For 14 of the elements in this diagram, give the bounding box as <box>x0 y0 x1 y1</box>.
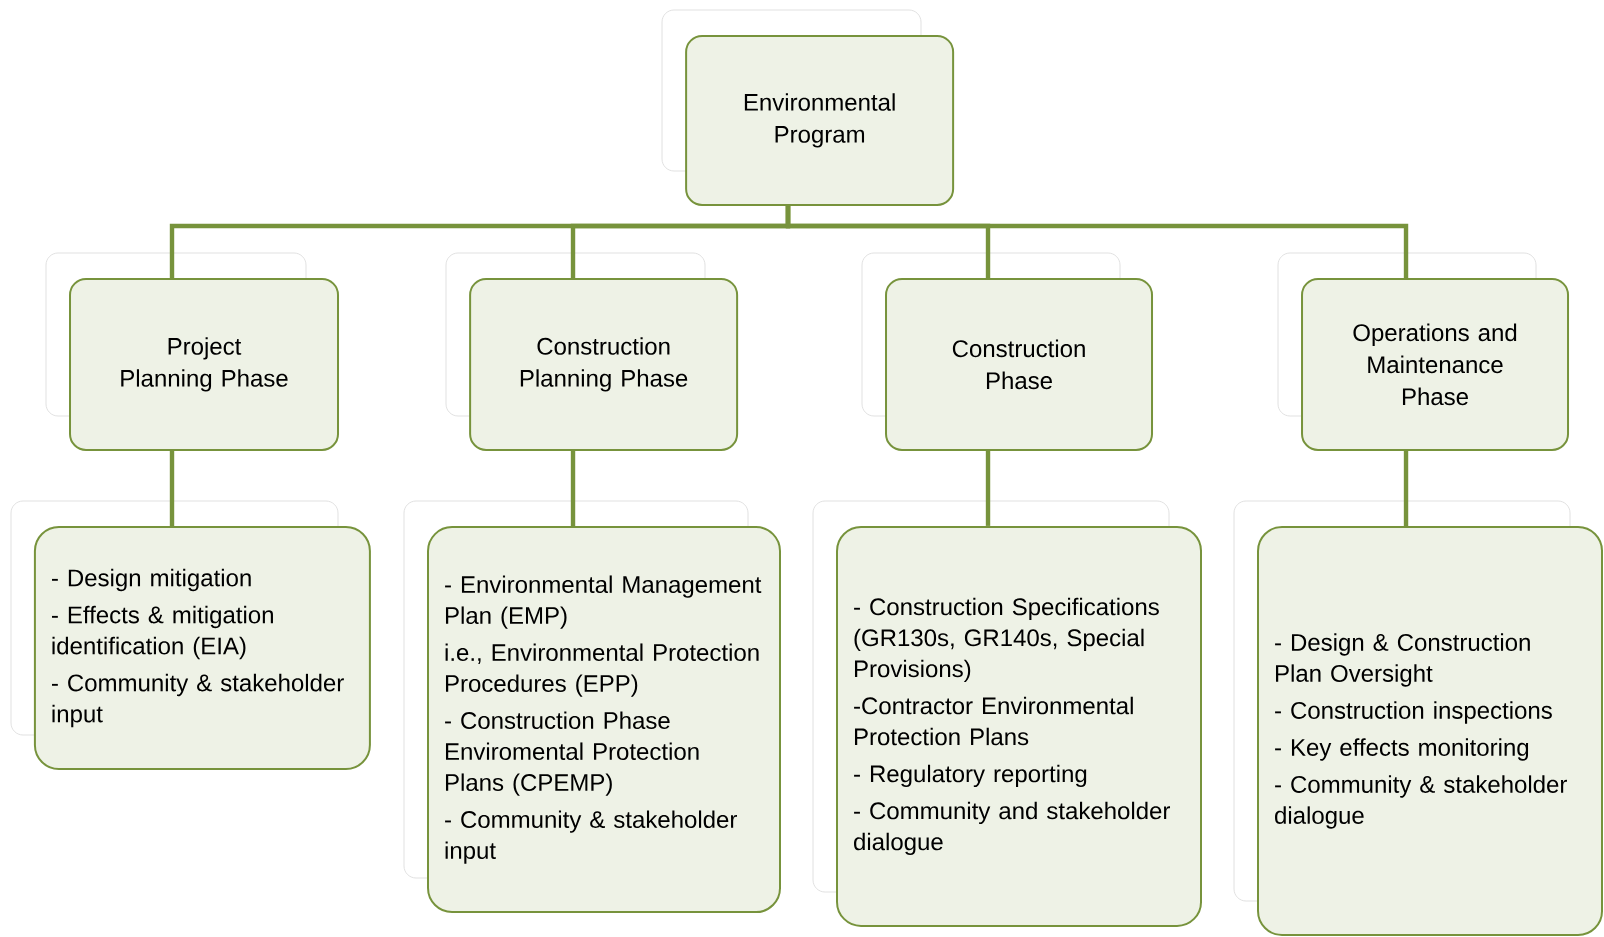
connector-line <box>785 205 1409 278</box>
process-box: Construction Planning Phase <box>445 252 739 451</box>
process-box: Project Planning Phase <box>45 252 339 451</box>
connector-line <box>169 450 175 526</box>
connector-line <box>985 450 991 526</box>
connector-line <box>1403 450 1409 526</box>
process-box: Construction Phase <box>861 252 1153 451</box>
text-box: - Design & Construction Plan Oversight - Construction inspections - Key effects monitoring - Community & stakeholder dialogue <box>1233 500 1604 936</box>
process-box: Operations and Maintenance Phase <box>1277 252 1570 451</box>
process-box: Environmental Program <box>661 9 955 206</box>
connector-line <box>570 450 576 527</box>
text-box: - Environmental Management Plan (EMP) i.e., Environmental Protection Procedures (EPP) - Construction Phase Enviromental Protection Plans (CPEMP) - Community & stakeholder input <box>403 500 781 914</box>
text-box: - Construction Specifications (GR130s, GR140s, Special Provisions) -Contractor Environmental Protection Plans - Regulatory reporting - Community and stakeholder dialogue <box>812 500 1202 927</box>
text-box: - Design mitigation - Effects & mitigation identification (EIA) - Community & stakeholder input <box>10 500 371 770</box>
